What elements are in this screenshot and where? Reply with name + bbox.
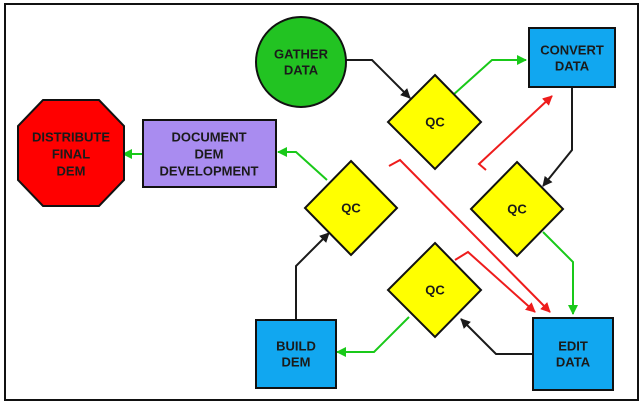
qc-left-diamond: QC xyxy=(303,159,399,257)
qc-right-label: QC xyxy=(507,202,527,217)
qc-top-diamond: QC xyxy=(386,73,483,171)
distribute-final-dem-label: DISTRIBUTE FINAL DEM xyxy=(32,130,110,179)
arrow-qc-top-to-convert xyxy=(442,55,527,105)
arrow-edit-to-qc-bottom xyxy=(460,318,533,355)
qc-bottom-label: QC xyxy=(425,283,445,298)
arrow-build-to-qc-left xyxy=(295,232,330,320)
build-dem-label-line-2: DEM xyxy=(282,355,311,370)
arrow-qc-bottom-to-build xyxy=(336,316,410,357)
document-dem-development-label-line-3: DEVELOPMENT xyxy=(160,164,259,179)
arrow-qc-right-to-convert xyxy=(477,95,553,171)
distribute-final-dem-label-line-1: DISTRIBUTE xyxy=(32,130,110,145)
qc-bottom-diamond: QC xyxy=(386,241,483,339)
document-dem-development-label-line-1: DOCUMENT xyxy=(171,130,246,145)
document-dem-development-node: DOCUMENT DEM DEVELOPMENT xyxy=(142,119,277,188)
qc-left-label: QC xyxy=(341,201,361,216)
convert-data-label-line-1: CONVERT xyxy=(540,43,604,58)
arrow-qc-left-to-edit xyxy=(388,158,551,313)
distribute-final-dem-label-line-2: FINAL xyxy=(52,147,90,162)
qc-left-label-line-1: QC xyxy=(341,201,361,216)
convert-data-label-line-2: DATA xyxy=(555,59,590,74)
document-dem-development-label: DOCUMENT DEM DEVELOPMENT xyxy=(160,130,259,179)
arrow-qc-left-to-document xyxy=(277,147,328,181)
gather-data-label-line-1: GATHER xyxy=(274,47,329,62)
build-dem-label-line-1: BUILD xyxy=(276,339,316,354)
document-dem-development-label-line-2: DEM xyxy=(195,147,224,162)
gather-data-label-line-2: DATA xyxy=(284,63,319,78)
arrow-gather-to-qc-top xyxy=(344,59,411,99)
arrow-qc-bottom-to-edit xyxy=(454,250,536,313)
qc-top-label-line-1: QC xyxy=(425,115,445,130)
edit-data-label-line-2: DATA xyxy=(556,355,591,370)
arrow-convert-to-qc-right xyxy=(542,84,573,187)
edit-data-label-line-1: EDIT xyxy=(558,339,588,354)
distribute-final-dem-node: DISTRIBUTE FINAL DEM xyxy=(17,99,125,207)
qc-top-label: QC xyxy=(425,115,445,130)
arrow-qc-right-to-edit xyxy=(542,231,578,315)
distribute-final-dem-label-line-3: DEM xyxy=(57,164,86,179)
qc-right-diamond: QC xyxy=(469,160,565,258)
qc-right-label-line-1: QC xyxy=(507,202,527,217)
qc-bottom-label-line-1: QC xyxy=(425,283,445,298)
